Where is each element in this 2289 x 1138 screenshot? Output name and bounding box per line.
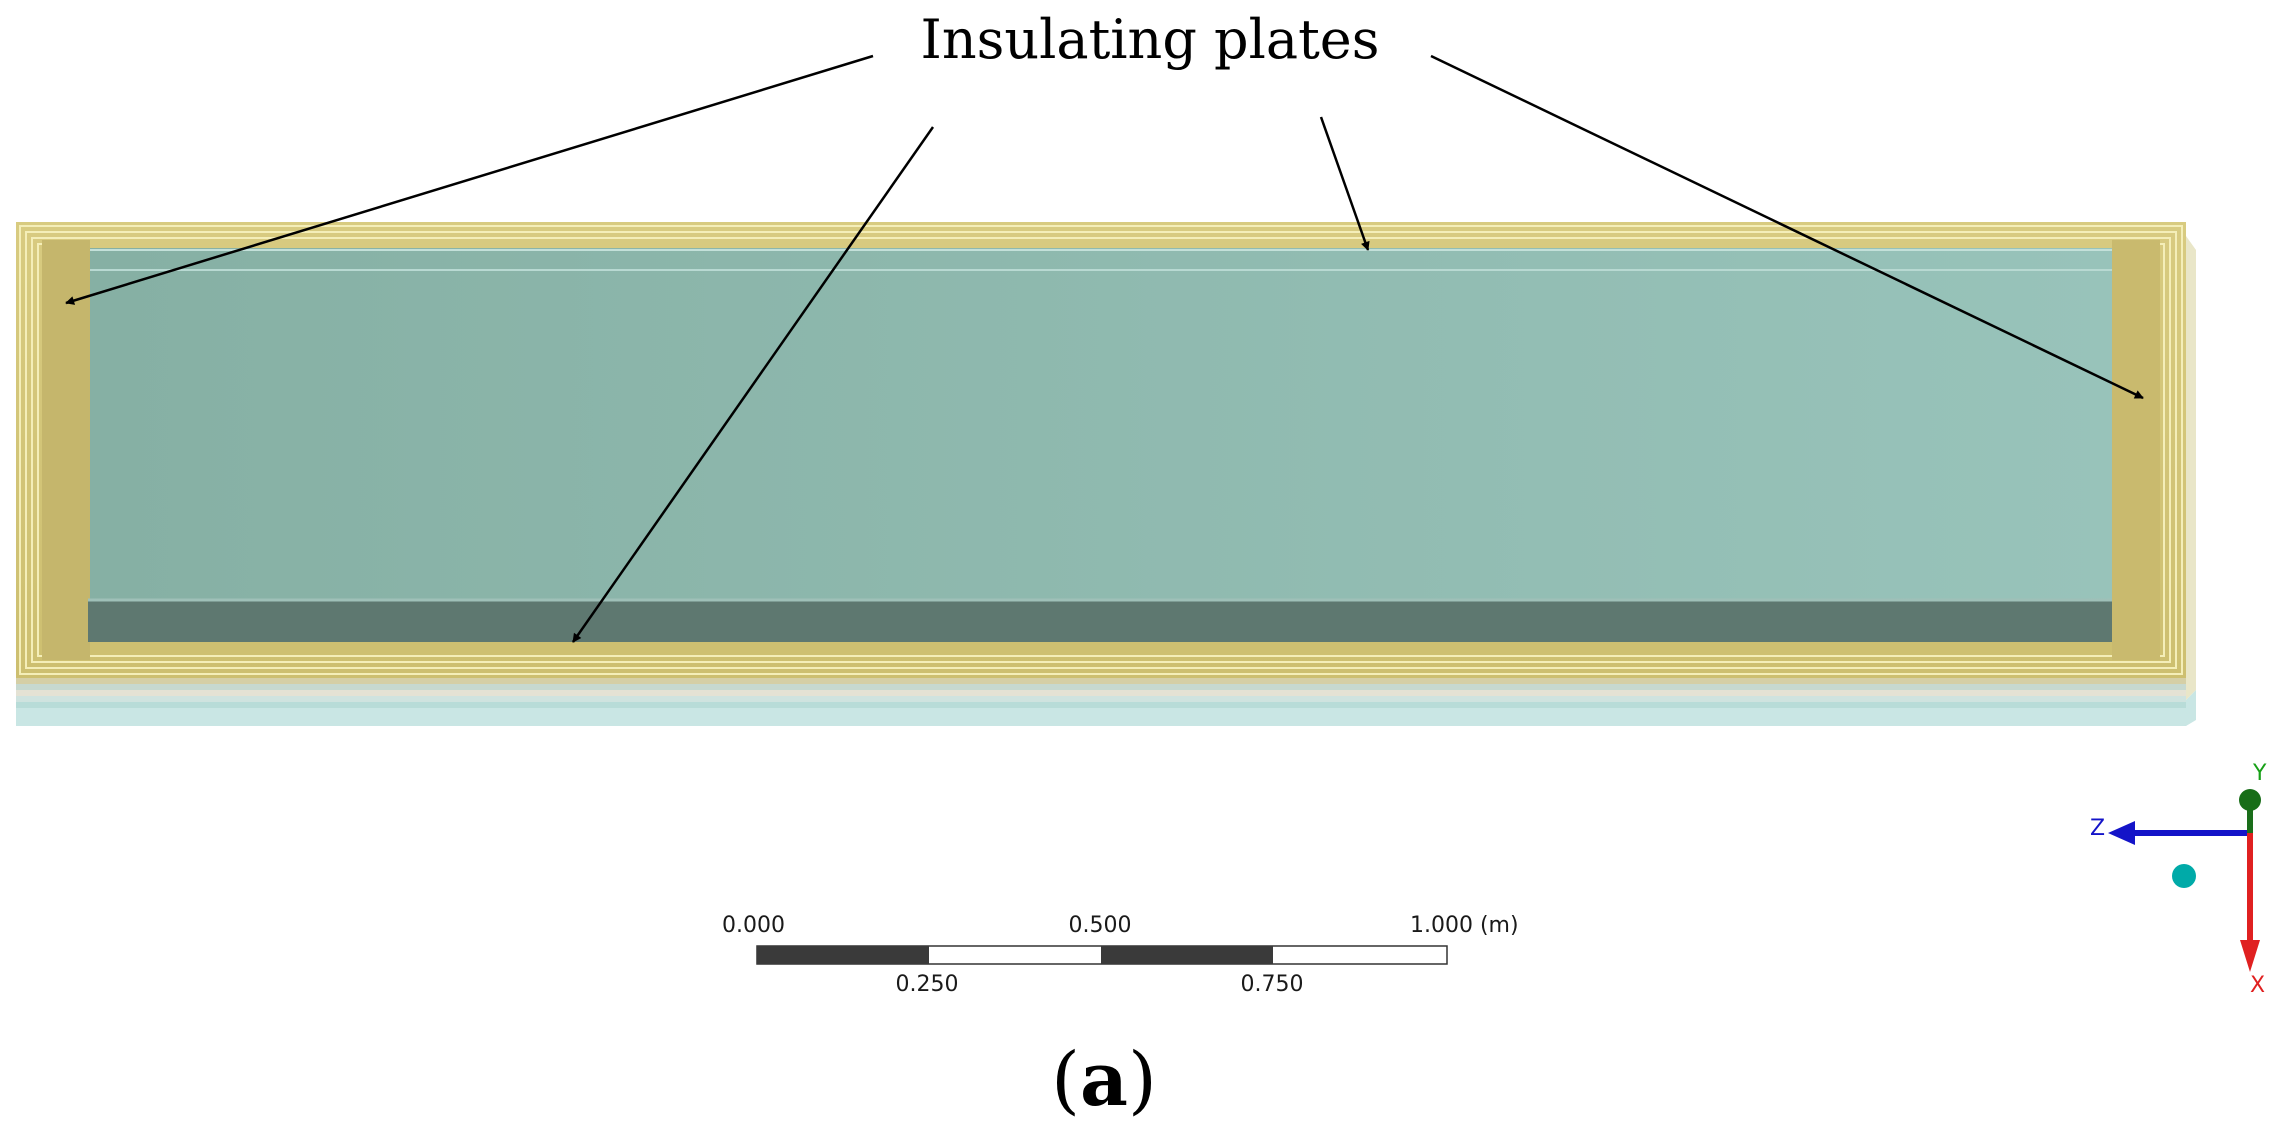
right-end-plate xyxy=(2112,240,2160,660)
scale-segment-1 xyxy=(757,946,929,964)
arrow-bottom-plate xyxy=(571,126,935,643)
axis-triad: Z Y X xyxy=(2090,761,2267,998)
arrow-right-plate xyxy=(1430,54,2144,400)
scale-bar: 0.000 0.500 1.000 (m) 0.250 0.750 xyxy=(722,913,1519,997)
tank-model xyxy=(16,222,2196,726)
top-plate xyxy=(90,240,2112,248)
arrow-top-plate xyxy=(1319,116,1370,251)
x-axis-label: X xyxy=(2250,973,2265,998)
y-axis-label: Y xyxy=(2252,761,2267,786)
tank-bottom-face xyxy=(88,600,2112,642)
z-axis-label: Z xyxy=(2090,816,2105,841)
scale-label-750: 0.750 xyxy=(1241,972,1304,997)
left-end-plate xyxy=(42,240,90,660)
scale-label-500: 0.500 xyxy=(1069,913,1132,938)
z-axis-arrowhead xyxy=(2108,821,2135,845)
scale-label-250: 0.250 xyxy=(896,972,959,997)
tank-interior xyxy=(90,248,2112,600)
x-axis-arrowhead xyxy=(2240,940,2260,972)
y-axis-sphere xyxy=(2239,789,2261,811)
arrow-left-plate xyxy=(65,54,874,305)
scale-segment-3 xyxy=(1101,946,1273,964)
figure-caption: (a) xyxy=(1051,1037,1157,1123)
scale-label-0: 0.000 xyxy=(722,913,785,938)
scale-label-1000: 1.000 (m) xyxy=(1410,913,1519,938)
origin-sphere xyxy=(2172,864,2196,888)
pointer-arrows xyxy=(65,54,2144,643)
annotation-title: Insulating plates xyxy=(921,8,1380,71)
